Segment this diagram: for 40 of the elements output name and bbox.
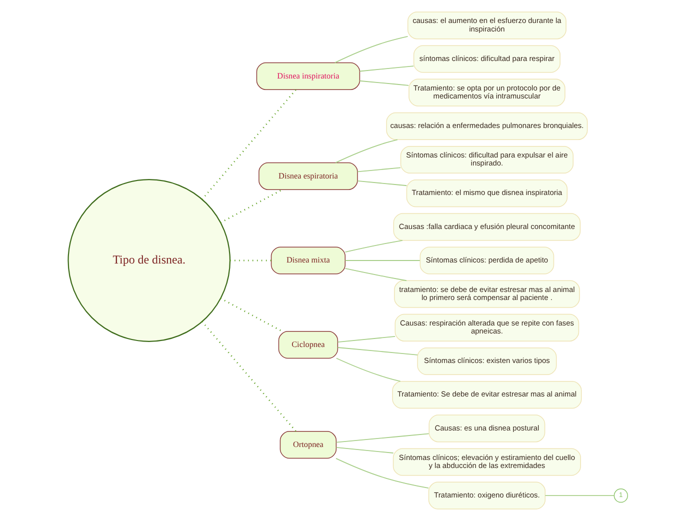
node-box: tratamiento: se debe de evitar estresar mas al animal lo primero será compensar al paciente . (394, 280, 580, 308)
connector (357, 166, 401, 172)
node-box: Síntomas clínicos: perdida de apetito (420, 246, 554, 274)
node-box: Tratamiento: Se debe de evitar estresar mas al animal (392, 380, 582, 408)
connector (359, 80, 410, 86)
connector (337, 336, 396, 342)
connector (344, 239, 403, 252)
node-box: Ortopnea (280, 430, 337, 458)
connector (336, 457, 429, 488)
connector (334, 35, 408, 63)
node-box: Disnea espiratoria (258, 162, 358, 190)
connector (202, 320, 296, 432)
node-box: síntomas clínicos: dificultad para respirar (413, 44, 560, 72)
connector (336, 357, 401, 382)
node-circle: Tipo de disnea. (68, 178, 231, 342)
node-box: Disnea inspiratoria (256, 62, 360, 90)
connector (220, 188, 283, 223)
connector (344, 268, 407, 281)
connector (335, 138, 398, 163)
node-box: Tratamiento: oxigeno diuréticos. (428, 481, 546, 509)
connector (337, 346, 418, 355)
connector (202, 88, 296, 200)
node-box: Tratamiento: el mismo que disnea inspiratoria (406, 179, 568, 207)
connector (544, 494, 615, 496)
connector (220, 297, 283, 332)
node-box: Síntomas clínicos: dificultad para expulsar el aire inspirado. (400, 145, 574, 174)
connector (336, 446, 394, 453)
node-box: Síntomas clínicos; elevación y estiramiento del cuello y la abducción de las extremidades (392, 448, 581, 476)
connector (336, 432, 430, 442)
node-box: Ciclopnea (278, 330, 338, 358)
node-box: Tratamiento: se opta por un protocolo por de medicamentos vía intramuscular (408, 78, 566, 106)
node-box: Causas :falla cardiaca y efusión pleural concomitante (393, 212, 581, 240)
node-box: causas: relación a enfermedades pulmonares bronquiales. (386, 112, 588, 140)
node-box: Causas: respiración alterada que se repite con fases apneicas. (394, 313, 580, 341)
connector (357, 180, 408, 186)
connector (359, 65, 414, 72)
node-box: Disnea mixta (270, 246, 346, 274)
node-box: Causas: es una disnea postural (428, 414, 546, 442)
node-box: causas: el aumento en el esfuerzo durante la inspiración (407, 11, 566, 39)
node-box: Síntomas clínicos: existen varios tipos (417, 346, 557, 375)
